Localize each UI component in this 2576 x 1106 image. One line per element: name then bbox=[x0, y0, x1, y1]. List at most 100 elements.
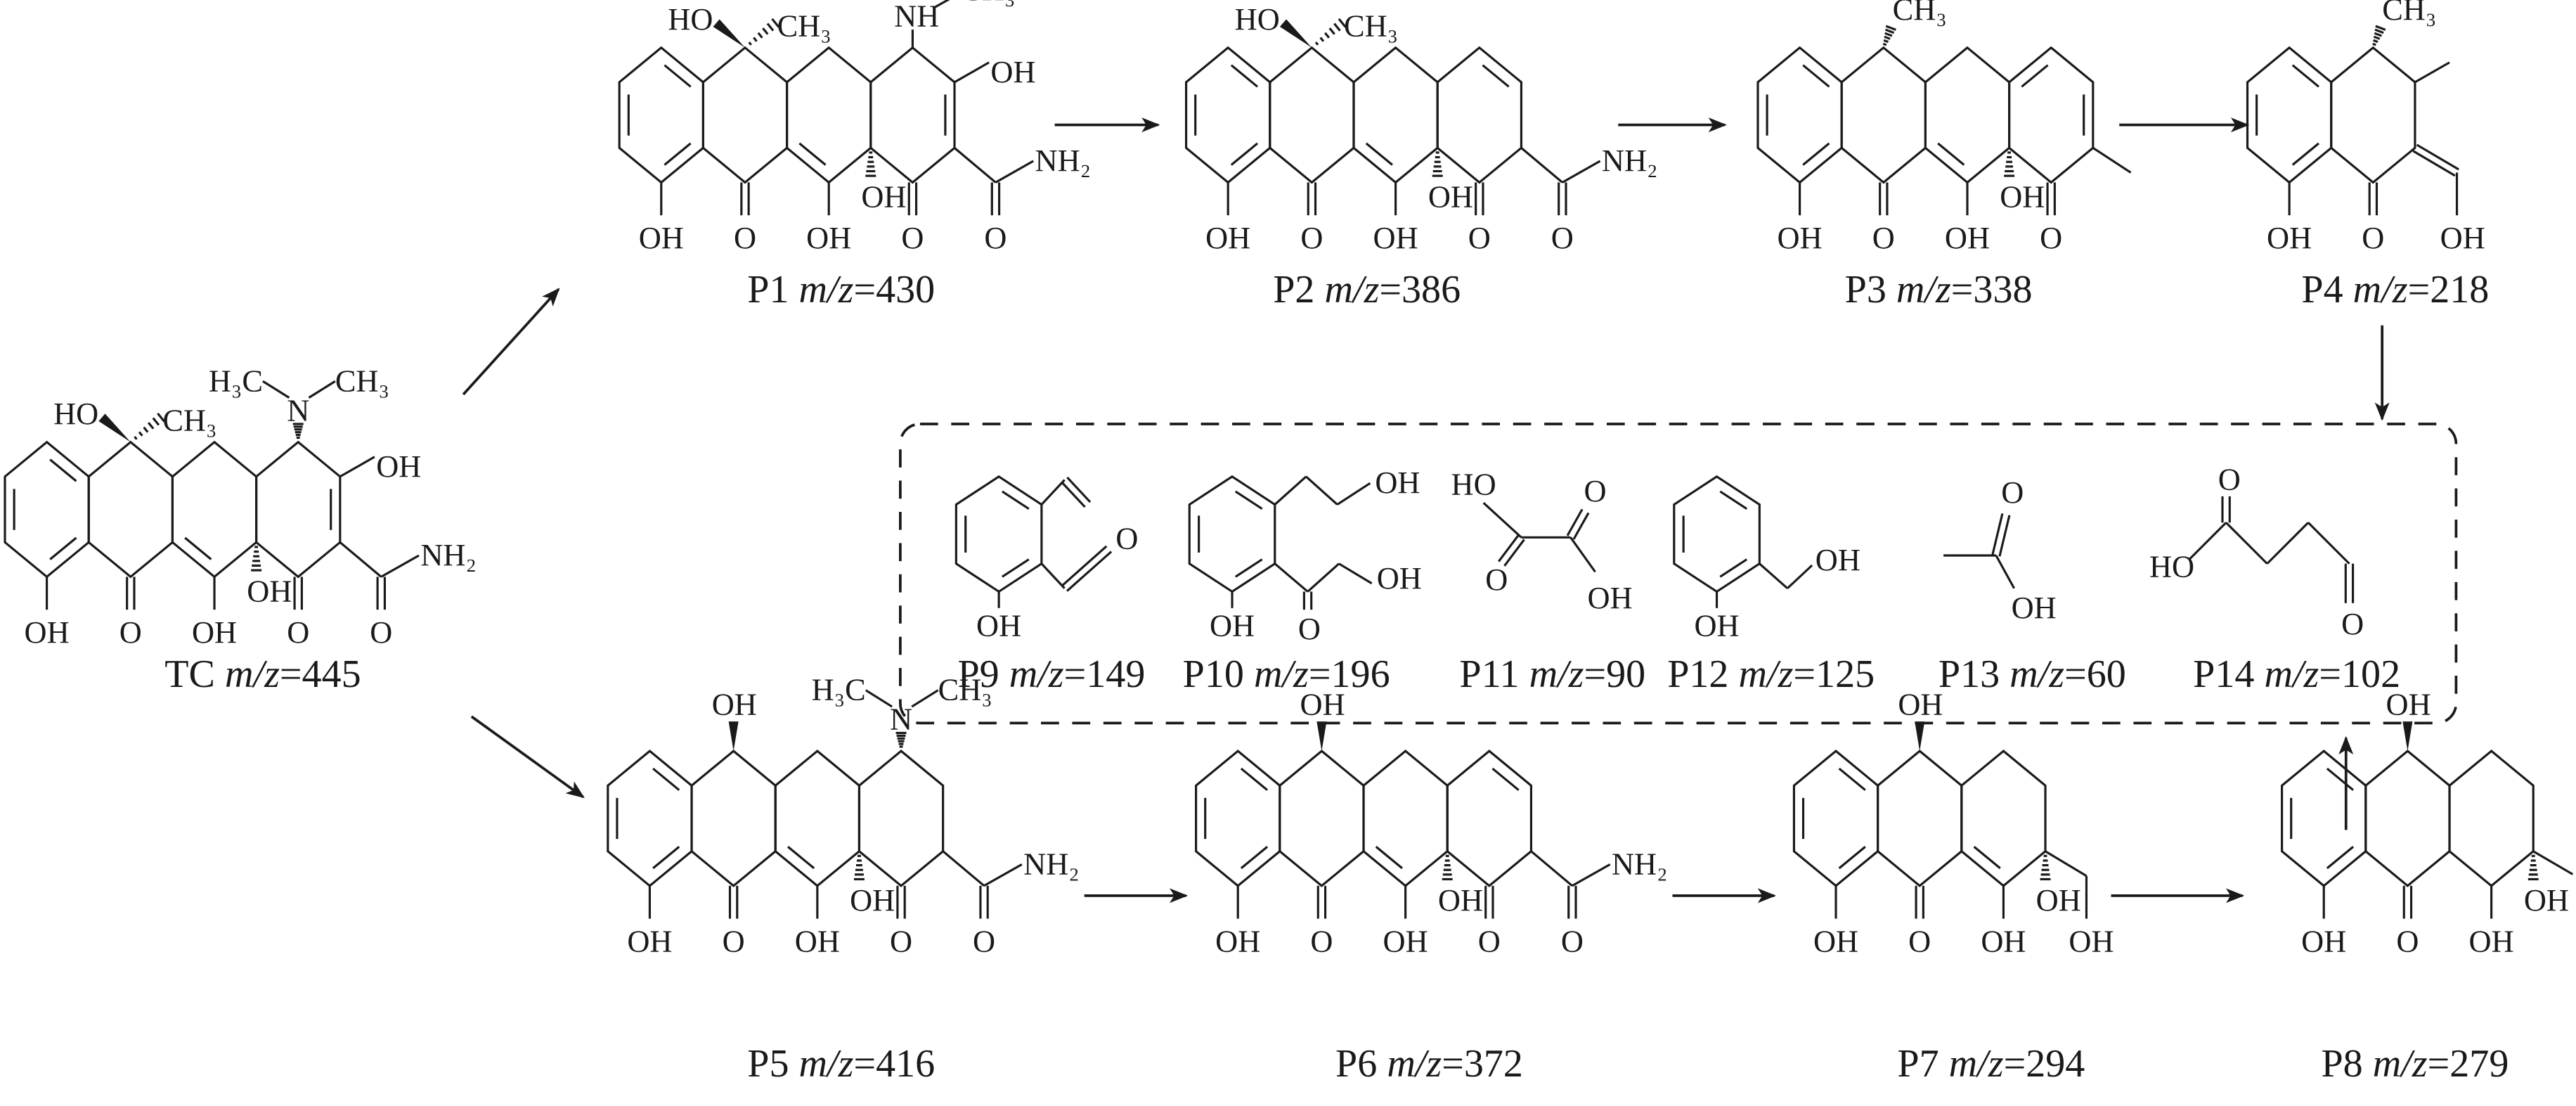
bond bbox=[1001, 490, 1030, 510]
atom-label: HO bbox=[1235, 1, 1280, 37]
bond bbox=[2372, 42, 2376, 46]
atom-label: O bbox=[2396, 923, 2419, 958]
ring bbox=[2246, 46, 2333, 184]
ring bbox=[2281, 750, 2367, 887]
double-bond bbox=[1991, 513, 2011, 557]
double-bond bbox=[740, 182, 750, 216]
ring bbox=[1877, 750, 1963, 887]
bond bbox=[1572, 512, 1590, 540]
bond bbox=[2291, 142, 2319, 166]
mz-prefix: m/z bbox=[1739, 652, 1794, 696]
atom-label: OH bbox=[2469, 923, 2514, 958]
bond bbox=[380, 554, 420, 578]
compound-id: P10 bbox=[1183, 652, 1244, 696]
atom-label: O bbox=[119, 615, 142, 650]
compound-id: P5 bbox=[747, 1042, 789, 1086]
bond bbox=[152, 417, 160, 426]
ring bbox=[618, 46, 704, 184]
bond bbox=[1061, 481, 1086, 508]
mz-value: =90 bbox=[1584, 652, 1646, 696]
hashed-bond bbox=[865, 151, 876, 177]
atom-label: NH₂ bbox=[1035, 143, 1092, 178]
mz-value: =125 bbox=[1793, 652, 1875, 696]
ring bbox=[607, 750, 693, 887]
bond bbox=[1482, 64, 1510, 88]
double-bond bbox=[1497, 534, 1525, 567]
bond bbox=[1240, 846, 1269, 870]
atom-label: OH bbox=[1215, 923, 1260, 958]
ring bbox=[1188, 475, 1276, 593]
atom-label: HO bbox=[668, 1, 713, 37]
mz-value: =60 bbox=[2064, 652, 2126, 696]
bond bbox=[1719, 490, 1748, 510]
mz-prefix: m/z bbox=[1387, 1042, 1442, 1086]
ring bbox=[786, 46, 872, 184]
bond bbox=[2021, 64, 2049, 88]
atom-label: OH bbox=[1816, 542, 1860, 577]
atom-label: OH bbox=[2524, 882, 2569, 918]
ring bbox=[1195, 750, 1281, 887]
atom-label: OH bbox=[2267, 220, 2312, 255]
bond bbox=[1336, 482, 1371, 506]
hashed-bond bbox=[251, 546, 262, 572]
compound-id: P4 bbox=[2301, 268, 2343, 311]
bond bbox=[308, 380, 336, 399]
atom-label: O bbox=[2001, 475, 2024, 510]
atom-label: O bbox=[1908, 923, 1931, 958]
bond bbox=[1305, 475, 1338, 506]
bond bbox=[134, 436, 138, 440]
atom-label: HO bbox=[2149, 548, 2194, 584]
ring bbox=[1924, 46, 2011, 184]
atom-label: OH bbox=[712, 687, 757, 722]
bond bbox=[339, 456, 375, 478]
bond bbox=[1328, 27, 1335, 35]
bond bbox=[1001, 558, 1030, 578]
bond bbox=[2375, 25, 2386, 31]
bond bbox=[49, 536, 77, 560]
bond bbox=[1230, 64, 1259, 88]
bond bbox=[1240, 767, 1269, 791]
ring bbox=[1352, 46, 1439, 184]
double-bond bbox=[907, 182, 918, 216]
bond bbox=[2307, 522, 2350, 565]
bond bbox=[1338, 562, 1373, 585]
ring bbox=[87, 440, 174, 579]
atom-label: OH bbox=[1438, 882, 1483, 918]
compound-id: P1 bbox=[747, 268, 789, 311]
mz-prefix: m/z bbox=[225, 652, 280, 696]
bond bbox=[1040, 562, 1066, 589]
bond bbox=[2374, 32, 2383, 37]
atom-label: O bbox=[1468, 220, 1491, 255]
mz-prefix: m/z bbox=[2264, 652, 2319, 696]
bond bbox=[1491, 767, 1520, 791]
atom-label: N bbox=[287, 392, 309, 427]
atom-label: OH bbox=[806, 220, 851, 255]
atom-label: O bbox=[2218, 462, 2241, 497]
bond bbox=[2225, 522, 2268, 565]
ring bbox=[4, 440, 90, 579]
bond bbox=[1234, 490, 1263, 510]
bond bbox=[2291, 64, 2319, 88]
atom-label: OH bbox=[1300, 687, 1345, 722]
bond bbox=[1991, 513, 2004, 555]
bond bbox=[1562, 160, 1601, 184]
double-bond bbox=[126, 577, 136, 610]
atom-label: CH₃ bbox=[1893, 0, 1947, 27]
hashed-bond bbox=[134, 412, 165, 440]
atom-label: O bbox=[984, 220, 1007, 255]
double-bond bbox=[2344, 563, 2355, 603]
bond bbox=[787, 846, 815, 870]
bond bbox=[762, 27, 769, 35]
atom-label: OH bbox=[247, 573, 292, 608]
double-bond bbox=[1567, 885, 1577, 919]
double-bond bbox=[376, 577, 386, 610]
